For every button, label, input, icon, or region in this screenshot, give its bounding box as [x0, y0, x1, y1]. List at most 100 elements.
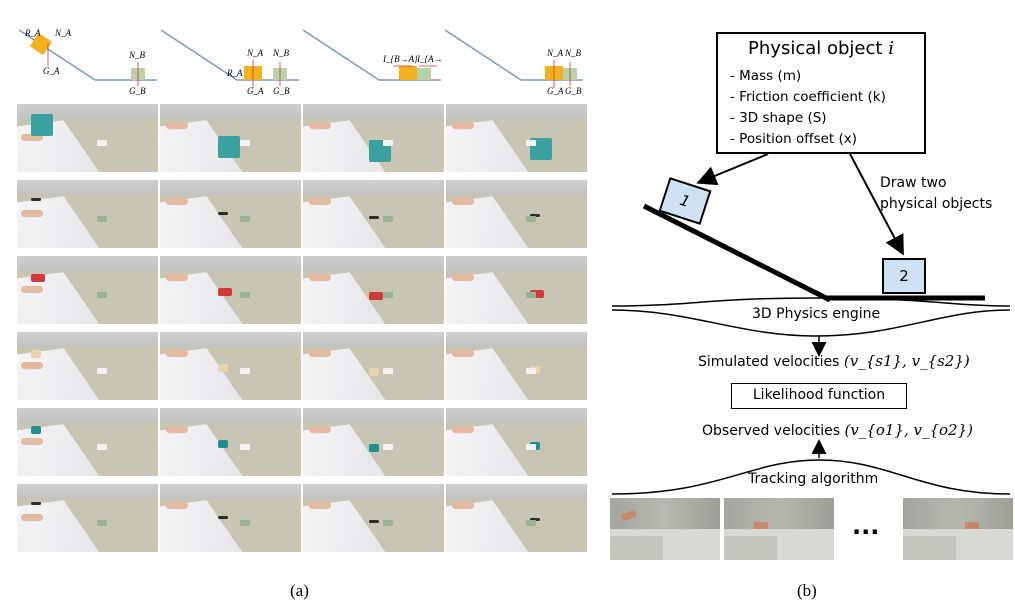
experiment-frame [17, 484, 158, 552]
video-frame-1 [610, 498, 720, 560]
moving-object [218, 212, 228, 215]
caption-a: (a) [290, 581, 309, 600]
target-object [240, 140, 250, 146]
label-ra: R_A [24, 28, 41, 38]
moving-object [31, 350, 41, 358]
experiment-frame [160, 484, 301, 552]
label-iab: I_{A→B} [416, 54, 441, 64]
engine-label: 3D Physics engine [752, 306, 881, 322]
experiment-frame [17, 332, 158, 400]
moving-object [530, 518, 540, 521]
observed-velocities: Observed velocities (v_{o1}, v_{o2}) [702, 421, 973, 439]
schematic-2: N_A N_B R_A G_A G_B [159, 22, 299, 100]
target-object [526, 444, 536, 450]
flow-diagram [611, 153, 1010, 495]
experiment-frame [160, 332, 301, 400]
frames-ellipsis: ... [852, 512, 880, 540]
moving-object [369, 292, 383, 300]
label-ga: G_A [247, 86, 264, 96]
experiment-frame [17, 256, 158, 324]
cube-2-label: 2 [899, 267, 909, 285]
tracking-label: Tracking algorithm [748, 471, 879, 487]
property-friction: - Friction coefficient (k) [730, 89, 886, 105]
experiment-frame [446, 332, 587, 400]
schematic-3: I_{B→A} I_{A→B} [301, 22, 452, 100]
target-object [383, 520, 393, 526]
moving-object [218, 516, 228, 519]
label-ga: G_A [43, 66, 60, 76]
simulated-label: Simulated velocities [698, 354, 840, 370]
experiment-frame [303, 104, 444, 172]
slope-line [642, 203, 832, 303]
label-na: N_A [546, 48, 564, 58]
property-list: - Mass (m) - Friction coefficient (k) - … [730, 66, 886, 150]
label-ga: G_A [547, 86, 564, 96]
cube-2: 2 [882, 258, 926, 294]
experiment-frame [446, 408, 587, 476]
experiment-frame [303, 332, 444, 400]
target-object [97, 368, 107, 374]
moving-object [530, 214, 540, 217]
draw-label-line1: Draw two [880, 175, 947, 191]
label-nb: N_B [564, 48, 582, 58]
experiment-frame [17, 408, 158, 476]
object-index: i [888, 38, 894, 59]
target-object [240, 216, 250, 222]
moving-object [369, 368, 379, 376]
label-na: N_A [246, 48, 264, 58]
label-gb: G_B [129, 86, 146, 96]
label-gb: G_B [273, 86, 290, 96]
experiment-frame [303, 408, 444, 476]
moving-object [369, 444, 379, 452]
moving-object [218, 136, 240, 158]
target-object [383, 216, 393, 222]
property-mass: - Mass (m) [730, 68, 802, 84]
experiment-frame [17, 104, 158, 172]
schematic-1: R_A N_A G_A N_B G_B [17, 22, 157, 100]
experiment-frame [303, 256, 444, 324]
moving-object [218, 364, 228, 372]
physical-object-box: Physical object i - Mass (m) - Friction … [716, 32, 926, 154]
target-object [383, 368, 393, 374]
target-object [240, 292, 250, 298]
property-offset: - Position offset (x) [730, 131, 858, 147]
object-box-title: Physical object i [748, 38, 894, 59]
label-na: N_A [54, 28, 72, 38]
arrow-to-cube2 [849, 153, 904, 256]
experiment-frame [160, 408, 301, 476]
target-object [97, 216, 107, 222]
target-object [383, 292, 393, 298]
engine-wave-top [611, 297, 1010, 307]
target-object [97, 140, 107, 146]
target-object [383, 444, 393, 450]
target-object [240, 368, 250, 374]
label-nb: N_B [272, 48, 290, 58]
experiment-frame [303, 180, 444, 248]
moving-object [31, 114, 53, 136]
property-shape: - 3D shape (S) [730, 110, 827, 126]
target-object [240, 444, 250, 450]
label-gb: G_B [565, 86, 582, 96]
engine-wave-bottom [611, 309, 1010, 337]
experiment-frame [446, 180, 587, 248]
moving-object [369, 216, 379, 219]
experiment-frame [446, 484, 587, 552]
arrow-to-cube1 [696, 153, 769, 186]
moving-object [31, 426, 41, 434]
moving-object [31, 274, 45, 282]
video-frame-n [903, 498, 1013, 560]
experiment-frame [446, 104, 587, 172]
caption-b: (b) [797, 581, 817, 600]
target-object [97, 520, 107, 526]
target-object [526, 140, 536, 146]
experiment-frame [160, 104, 301, 172]
video-frame-2 [724, 498, 834, 560]
target-object [97, 292, 107, 298]
target-object [97, 444, 107, 450]
target-object [526, 368, 536, 374]
label-ra: R_A [226, 68, 243, 78]
observed-label: Observed velocities [702, 423, 841, 439]
moving-object [31, 502, 41, 505]
target-object [526, 292, 536, 298]
tracking-hump [611, 459, 1010, 495]
